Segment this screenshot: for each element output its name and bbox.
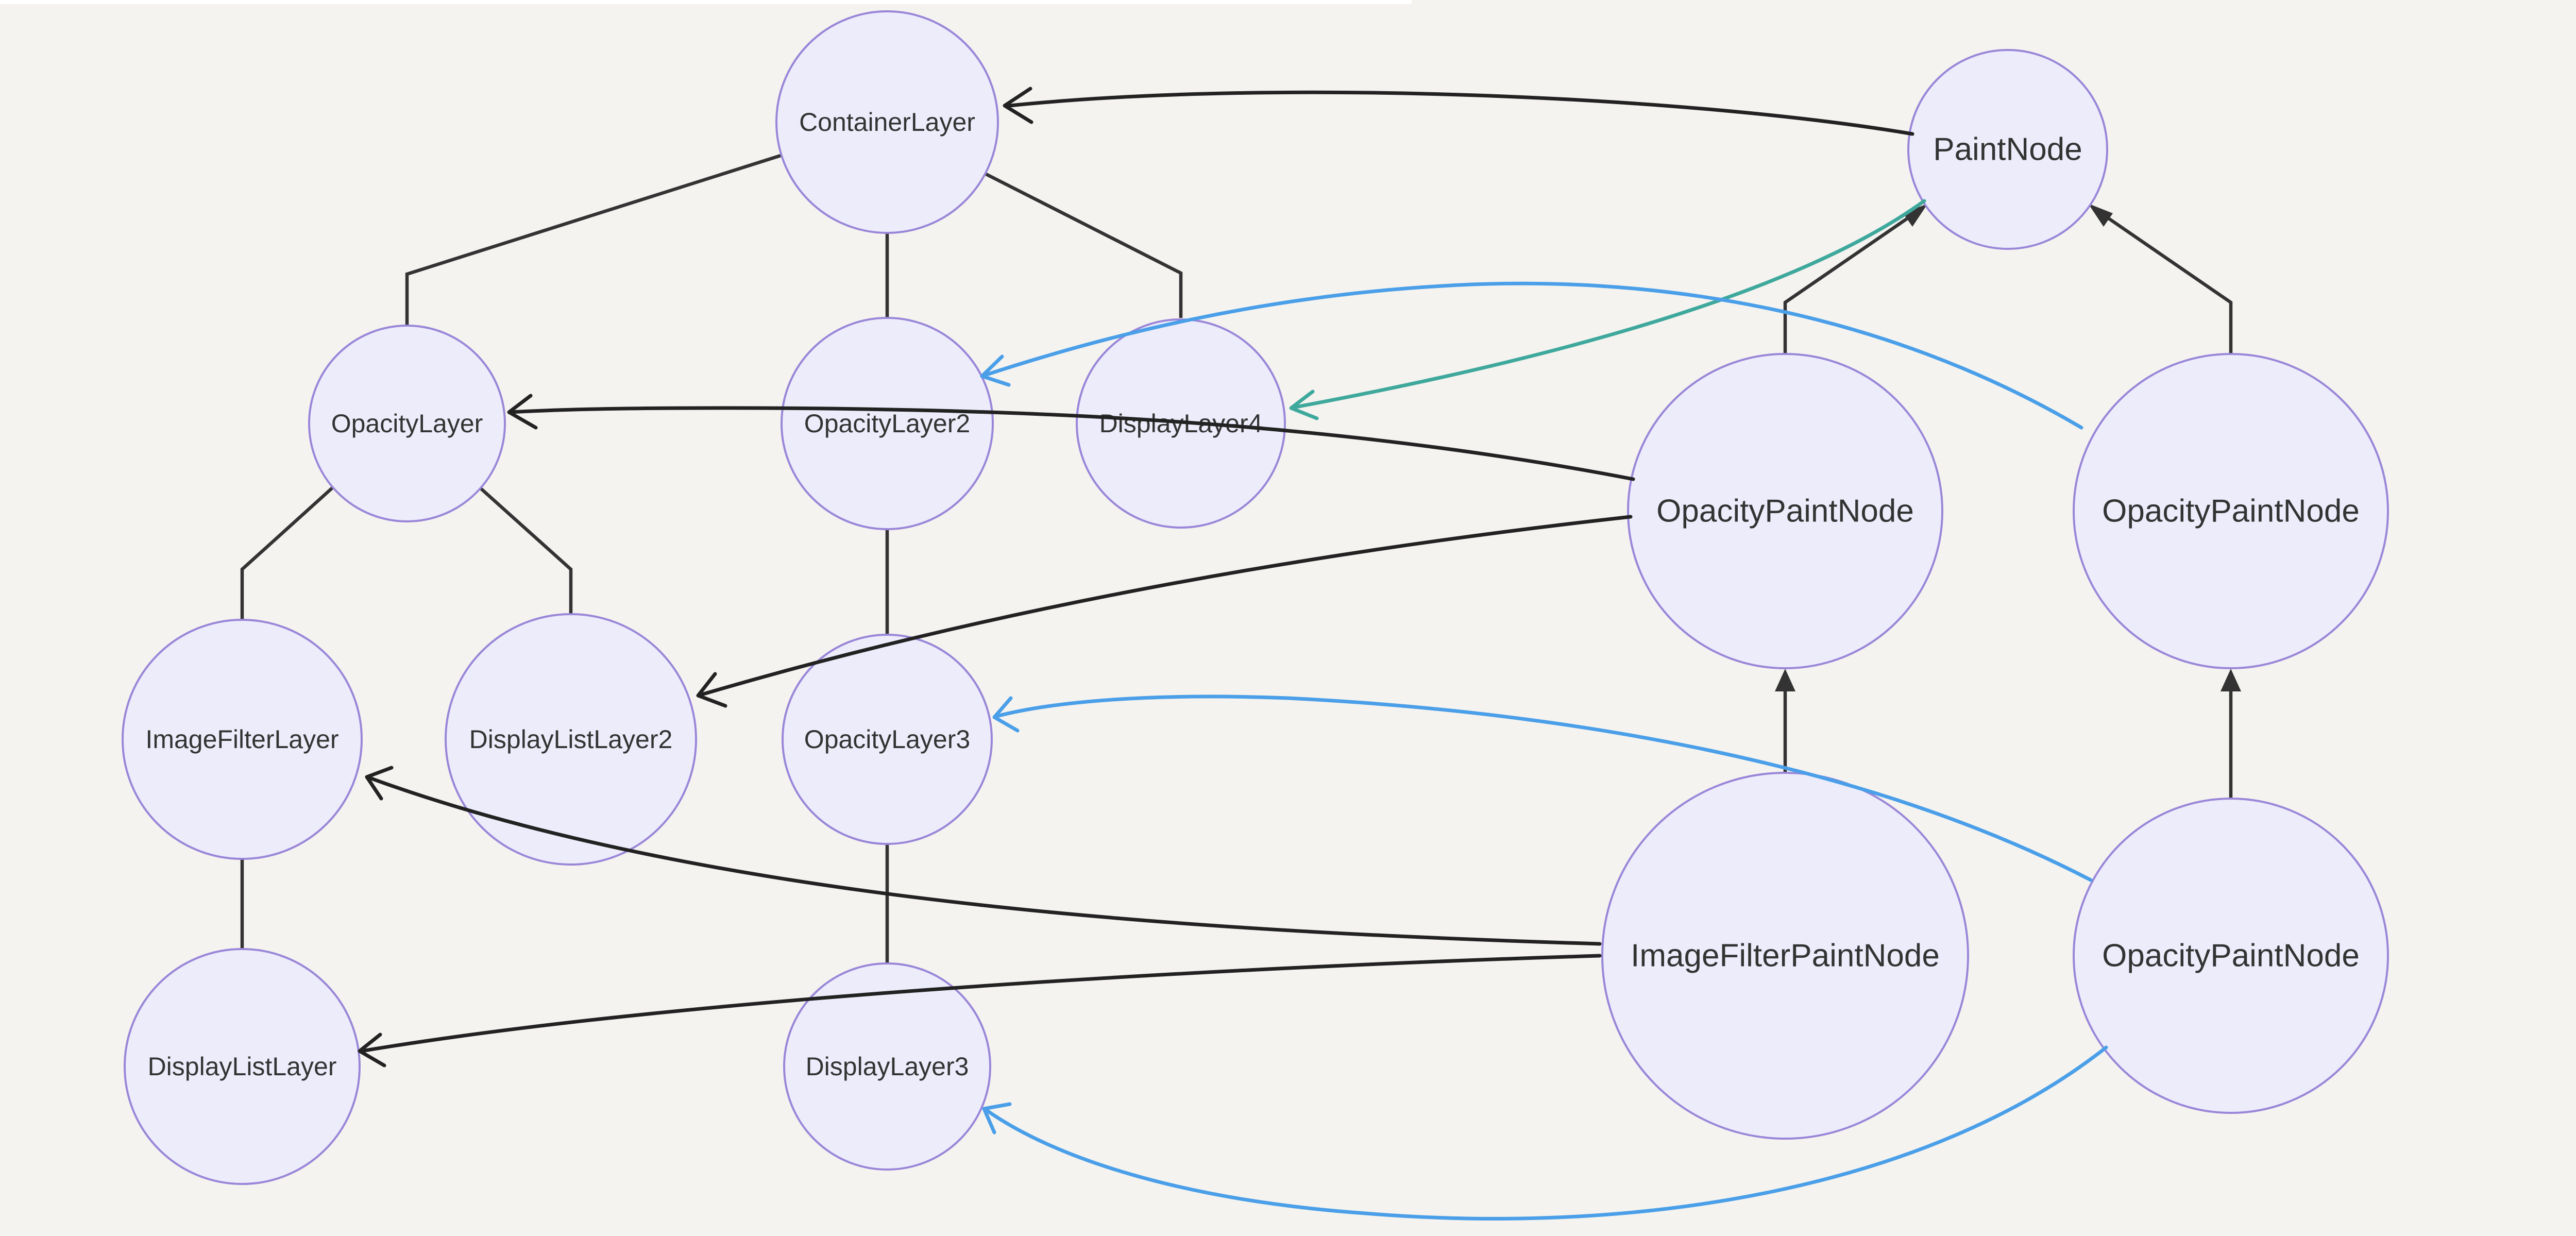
node-label: OpacityPaintNode [2102,938,2360,974]
node-label: ImageFilterLayer [145,725,338,754]
node-label: PaintNode [1933,132,2082,167]
ref-arrowhead [982,1102,1012,1135]
ref-arrow-opacity-paint-node-3-to-opacity-layer3 [995,695,2093,882]
node-circle [122,619,363,860]
ref-arrow-image-filter-paint-node-to-display-list-layer [360,954,1602,1053]
node-opacity-paint-node-3[interactable]: OpacityPaintNode [2073,798,2389,1114]
ref-arrowhead [358,1032,386,1068]
node-label: DisplayLayer3 [806,1052,969,1081]
node-label: DisplayListLayer [148,1052,337,1081]
node-circle [775,10,999,234]
node-display-list-layer2[interactable]: DisplayListLayer2 [445,613,697,866]
node-image-filter-layer[interactable]: ImageFilterLayer [122,619,363,860]
node-circle [308,325,506,522]
node-circle [445,613,697,866]
arrowhead-to-opacity-paint-node-2 [2221,669,2241,691]
node-label: ImageFilterPaintNode [1631,938,1940,974]
arrowhead-to-paint-node-right [2088,204,2113,227]
arrowhead-to-opacity-paint-node-1 [1775,669,1795,691]
node-label: OpacityLayer3 [804,725,970,754]
node-label: OpacityLayer [331,409,483,438]
ref-arrowhead [1289,390,1319,420]
paint-tree-edges [1775,204,2241,800]
layer-tree-edges [240,154,1183,964]
node-image-filter-paint-node[interactable]: ImageFilterPaintNode [1601,772,1969,1140]
ref-arrow-paint-node-to-display-layer4 [1294,199,1926,409]
node-opacity-paint-node-2[interactable]: OpacityPaintNode [2073,353,2389,669]
edge-container-to-display-layer4 [984,172,1183,318]
ref-arrowhead [507,394,538,430]
node-circle [781,317,994,530]
edge-opacity-paint-node-2-to-paint-node [2106,216,2233,354]
edge-opacity-layer-to-image-filter-layer [240,486,334,619]
ref-arrowhead [992,696,1020,733]
node-opacity-paint-node-1[interactable]: OpacityPaintNode [1627,353,1943,669]
ref-arrow-opacity-paint-node-1-to-opacity-layer [508,406,1635,481]
node-circle [1627,353,1943,669]
top-strip [0,0,1412,4]
edge-opacity-layer-to-display-list-layer2 [479,486,573,614]
node-circle [2073,353,2389,669]
ref-arrow-image-filter-paint-node-to-image-filter-layer [368,776,1602,946]
paint-tree-nodes: PaintNode OpacityPaintNode OpacityPaintN… [1601,49,2389,1140]
node-display-layer3[interactable]: DisplayLayer3 [783,962,991,1171]
node-circle [1907,49,2108,250]
node-label: OpacityPaintNode [2102,494,2360,529]
node-paint-node[interactable]: PaintNode [1907,49,2108,250]
edge-container-to-opacity-layer [405,154,781,326]
node-label: ContainerLayer [799,108,975,137]
arrowhead-to-paint-node-left [1903,204,1928,227]
node-circle [1601,772,1969,1140]
ref-arrow-opacity-paint-node-1-to-display-list-layer2 [700,515,1633,697]
node-container-layer[interactable]: ContainerLayer [775,10,999,234]
node-opacity-layer[interactable]: OpacityLayer [308,325,506,522]
ref-arrow-opacity-paint-node-3-to-display-layer3 [985,1045,2108,1221]
ref-arrowhead [696,672,727,708]
reference-arrows [358,87,2108,1221]
node-circle [783,962,991,1171]
node-circle [782,634,993,845]
node-display-list-layer[interactable]: DisplayListLayer [124,948,361,1185]
node-circle [2073,798,2389,1114]
node-label: DisplayListLayer2 [469,725,673,754]
node-circle [124,948,361,1185]
node-opacity-layer3[interactable]: OpacityLayer3 [782,634,993,845]
node-label: OpacityPaintNode [1656,494,1914,529]
ref-arrowhead [980,354,1011,387]
ref-arrowhead [1003,87,1033,124]
ref-arrow-paint-node-to-container-layer [1008,90,1914,136]
node-label: OpacityLayer2 [804,409,970,438]
ref-arrow-opacity-paint-node-2-to-opacity-layer2 [983,281,2083,430]
node-opacity-layer2[interactable]: OpacityLayer2 [781,317,994,530]
edge-opacity-paint-node-1-to-paint-node [1783,216,1910,354]
ref-arrowhead [365,766,394,801]
